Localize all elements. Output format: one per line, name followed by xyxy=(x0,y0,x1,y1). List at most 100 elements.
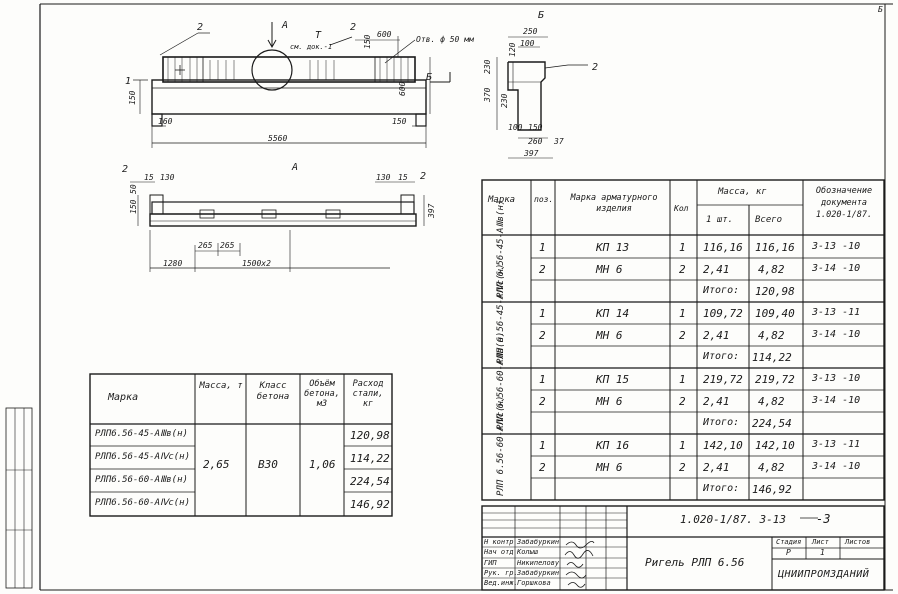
signature-name: Забабуркин xyxy=(517,538,560,546)
handwritten-signatures xyxy=(564,541,595,588)
hole-note: Отв. ф 50 мм xyxy=(416,35,475,44)
view-arrow-b: Б xyxy=(426,72,432,83)
signature-role: Нач отд xyxy=(484,548,514,556)
signature-name: Никипелову xyxy=(517,559,560,567)
dim-sec-130a: 130 xyxy=(160,173,175,182)
spec-group-mark-3: РЛП 6.56-60-АⅢв(н) xyxy=(496,332,506,430)
stage-label: Стадия xyxy=(776,538,802,546)
callout-2-view-b: 2 xyxy=(592,62,598,73)
organization: ЦНИИПРОМЗДАНИЙ xyxy=(778,569,870,580)
spec-total-mass: 4,82 xyxy=(758,461,785,474)
dimension-labels: 150 600 600 150 5560 160 150 15 130 130 … xyxy=(128,27,564,268)
spec-qty: 2 xyxy=(679,461,686,474)
spec-subtotal: 120,98 xyxy=(755,285,795,298)
spec-group-mark-4: РЛП 6.56-60-АⅣс(н) xyxy=(496,396,506,496)
document-code: 1.020-1/87. 3-13 xyxy=(680,513,786,526)
dim-b-230a: 230 xyxy=(483,59,492,74)
callout-2-plan-right: 2 xyxy=(350,22,356,33)
spec-item: КП 14 xyxy=(596,307,630,320)
spec-qty: 1 xyxy=(679,241,686,254)
spec-header-mark: Марка xyxy=(488,195,516,205)
spec-item: КП 13 xyxy=(596,241,630,254)
title-block-grid xyxy=(481,505,885,591)
signature-role: ГИП xyxy=(484,559,497,567)
dim-b-260: 260 xyxy=(528,137,543,146)
section-a-view xyxy=(130,181,425,272)
signature-name: Забабуркин xyxy=(517,569,560,577)
dim-b-230b: 230 xyxy=(500,93,509,108)
spec-unit-mass: 2,41 xyxy=(703,263,730,276)
signature-name: Горшкова xyxy=(517,579,551,587)
spec-qty: 2 xyxy=(679,263,686,276)
dim-plan-150c: 150 xyxy=(392,117,407,126)
dim-b-397: 397 xyxy=(523,149,539,158)
spec-item: МН 6 xyxy=(596,263,623,276)
sheets-label: Листов xyxy=(845,538,871,546)
spec-total-mass: 4,82 xyxy=(758,395,785,408)
spec-doc: 3-14 -10 xyxy=(812,461,861,472)
view-arrow-a: А xyxy=(281,20,288,31)
signature-role: Вед.инж. xyxy=(484,579,518,587)
dim-sec-15a: 15 xyxy=(144,173,154,182)
mass-row-mark: РЛП6.56-45-АⅣс(н) xyxy=(95,452,191,462)
spec-pos: 1 xyxy=(539,241,546,254)
spec-total-mass: 109,40 xyxy=(755,307,795,320)
spec-group-mark-2: РЛП 6.56-45-АⅣс(н) xyxy=(496,264,506,364)
dim-b-120: 120 xyxy=(508,42,517,57)
spec-pos: 2 xyxy=(539,395,546,408)
mass-header-volume: Объём бетона, м3 xyxy=(304,379,340,409)
spec-pos: 2 xyxy=(539,263,546,276)
dim-plan-150: 150 xyxy=(128,90,137,105)
spec-item: КП 16 xyxy=(596,439,630,452)
spec-pos: 1 xyxy=(539,439,546,452)
sheet-label: Лист xyxy=(812,538,829,546)
spec-header-assembly: Марка арматурного изделия xyxy=(570,193,658,214)
spec-total-mass: 142,10 xyxy=(755,439,795,452)
spec-unit-mass: 142,10 xyxy=(703,439,743,452)
mass-row-mark: РЛП6.56-45-АⅢв(н) xyxy=(95,429,188,439)
dim-sec-50: 50 xyxy=(129,184,138,194)
spec-header-mass: Масса, кг xyxy=(718,187,767,197)
mass-row-steel: 146,92 xyxy=(350,498,390,511)
spec-header-qty: Кол xyxy=(674,204,689,213)
spec-header-mass-unit: 1 шт. xyxy=(706,215,734,225)
spec-qty: 2 xyxy=(679,329,686,342)
spec-doc: 3-14 -10 xyxy=(812,395,861,406)
spec-pos: 2 xyxy=(539,329,546,342)
callout-1-plan: 1 xyxy=(125,76,131,87)
spec-qty: 1 xyxy=(679,373,686,386)
spec-doc: 3-13 -11 xyxy=(812,439,861,450)
spec-doc: 3-14 -10 xyxy=(812,263,861,274)
spec-subtotal: 146,92 xyxy=(752,483,792,496)
callout-2-section-right: 2 xyxy=(420,171,426,182)
section-a-label: А xyxy=(291,162,298,173)
dim-b-250: 250 xyxy=(523,27,538,36)
spec-item: МН 6 xyxy=(596,461,623,474)
spec-pos: 1 xyxy=(539,307,546,320)
mass-row-steel: 114,22 xyxy=(350,452,390,465)
spec-pos: 2 xyxy=(539,461,546,474)
spec-subtotal-label: Итого: xyxy=(703,285,740,296)
spec-subtotal: 224,54 xyxy=(752,417,792,430)
plan-view xyxy=(133,22,451,148)
dim-sec-265b: 265 xyxy=(220,241,235,250)
dim-plan-150b: 150 xyxy=(363,34,372,49)
spec-pos: 1 xyxy=(539,373,546,386)
spec-header-doc: Обозначение документа 1.020-1/87. xyxy=(815,186,873,220)
spec-qty: 2 xyxy=(679,395,686,408)
dim-sec-130b: 130 xyxy=(376,173,391,182)
mass-header-steel: Расход стали, кг xyxy=(352,379,384,409)
ref-note: см. док.-1 xyxy=(290,43,332,51)
dim-sec-1500x2: 1500х2 xyxy=(242,259,271,268)
stage-value: Р xyxy=(786,548,791,557)
dim-sec-150: 150 xyxy=(129,199,138,214)
spec-qty: 1 xyxy=(679,307,686,320)
dim-plan-600b: 600 xyxy=(398,81,407,96)
spec-doc: 3-14 -10 xyxy=(812,329,861,340)
signature-role: Н контр xyxy=(484,538,514,546)
dim-plan-5560: 5560 xyxy=(268,134,287,143)
callout-2-section-left: 2 xyxy=(122,164,128,175)
dim-b-370: 370 xyxy=(483,87,492,103)
